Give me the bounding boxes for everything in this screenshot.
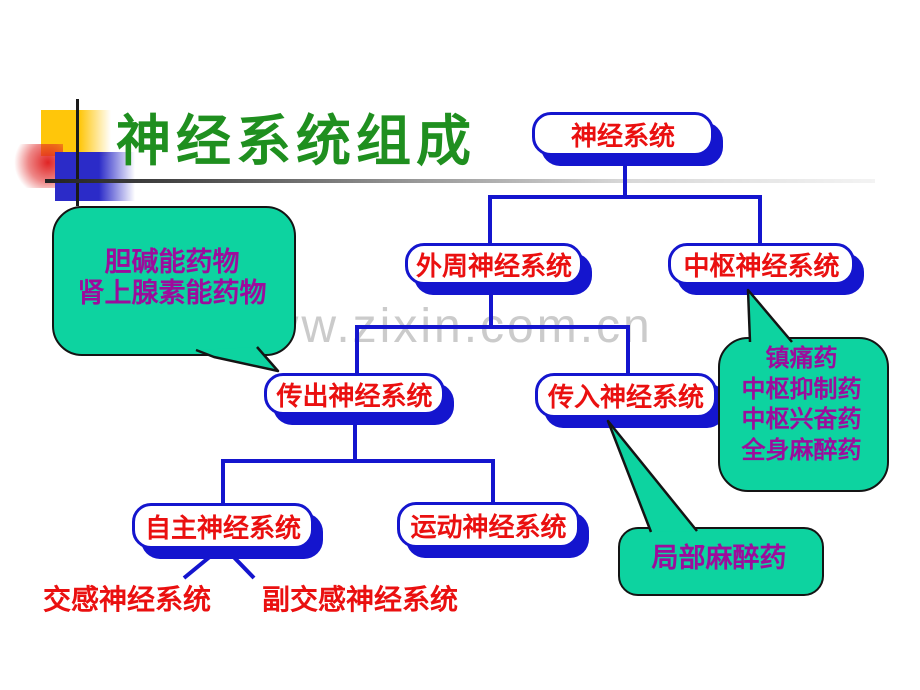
title-divider-line bbox=[45, 179, 875, 183]
label-sympathetic-nervous-system: 交感神经系统 bbox=[43, 584, 212, 615]
node-label: 中枢神经系统 bbox=[683, 250, 840, 281]
callout-line: 肾上腺素能药物 bbox=[77, 278, 267, 308]
callout-line: 中枢兴奋药 bbox=[741, 406, 862, 433]
callout-local-anesthetics bbox=[618, 527, 824, 596]
node-label: 神经系统 bbox=[570, 120, 675, 151]
callout-line: 胆碱能药物 bbox=[104, 247, 240, 277]
callout-line: 镇痛药 bbox=[765, 345, 838, 372]
callout-right-text: 镇痛药 中枢抑制药 中枢兴奋药 全身麻醉药 bbox=[718, 344, 885, 466]
node-label: 运动神经系统 bbox=[410, 511, 567, 542]
node-autonomic-nervous-system: 自主神经系统 bbox=[132, 503, 314, 549]
label-parasympathetic-nervous-system: 副交感神经系统 bbox=[262, 584, 459, 615]
node-motor-nervous-system: 运动神经系统 bbox=[397, 502, 580, 548]
node-efferent-nervous-system: 传出神经系统 bbox=[264, 373, 445, 415]
node-central-nervous-system: 中枢神经系统 bbox=[668, 243, 855, 285]
callout-line: 中枢抑制药 bbox=[741, 375, 862, 403]
node-label: 自主神经系统 bbox=[144, 512, 301, 543]
node-peripheral-nervous-system: 外周神经系统 bbox=[405, 243, 583, 285]
node-label: 外周神经系统 bbox=[415, 250, 572, 281]
node-label: 传入神经系统 bbox=[547, 382, 704, 412]
callout-line: 全身麻醉药 bbox=[741, 436, 862, 464]
callout-cholinergic-adrenergic-drugs bbox=[52, 206, 296, 356]
callout-cns-drugs bbox=[718, 337, 889, 492]
callout-line: 局部麻醉药 bbox=[651, 543, 787, 573]
node-afferent-nervous-system: 传入神经系统 bbox=[535, 373, 717, 418]
decor-vertical-line bbox=[76, 99, 79, 206]
callout-bottom-text: 局部麻醉药 bbox=[618, 543, 820, 574]
node-label: 传出神经系统 bbox=[276, 380, 433, 411]
slide-title: 神经系统组成 bbox=[116, 111, 477, 172]
decor-blue-square bbox=[55, 152, 135, 201]
node-nervous-system: 神经系统 bbox=[532, 112, 714, 156]
callout-left-text: 胆碱能药物 肾上腺素能药物 bbox=[52, 247, 292, 309]
